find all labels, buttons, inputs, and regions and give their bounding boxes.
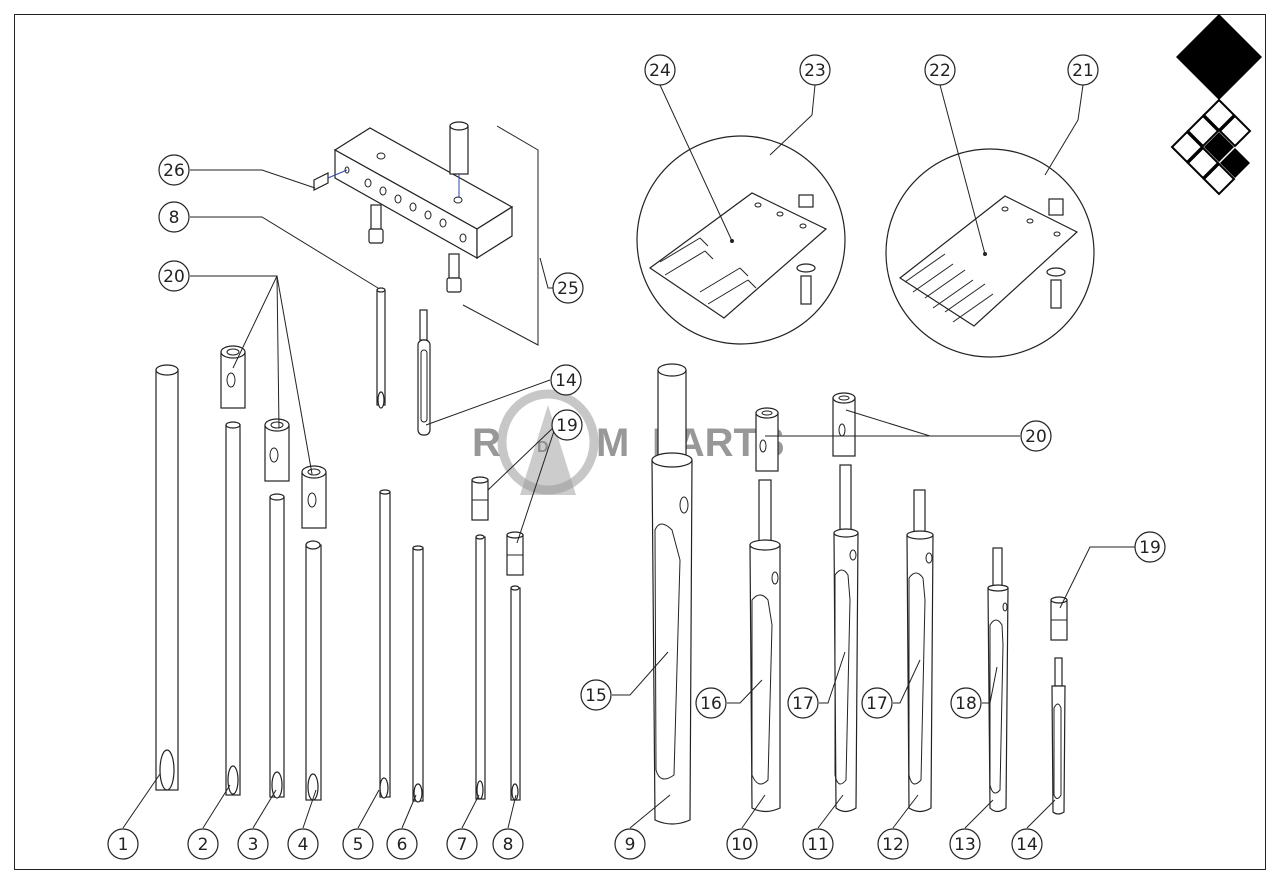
slotted-tube-14 (1051, 657, 1066, 815)
slotted-tube-14-top (417, 309, 431, 436)
callout-4: 4 (287, 828, 319, 860)
callout-6: 6 (386, 828, 418, 860)
svg-text:8: 8 (169, 208, 180, 228)
callout-18: 18 (950, 687, 982, 719)
watermark-letter-r: R (472, 421, 501, 465)
tube-3 (269, 493, 285, 799)
collar-20-d (755, 407, 779, 472)
watermark: R D M PARTS (472, 389, 785, 495)
callout-17-b: 17 (861, 687, 893, 719)
detail-circle-23 (636, 135, 846, 345)
callout-17-a: 17 (787, 687, 819, 719)
leader-lines (122, 84, 1135, 829)
callout-24: 24 (644, 54, 676, 86)
svg-text:14: 14 (555, 371, 577, 391)
tube-4 (305, 540, 322, 801)
detail-circle-21 (885, 148, 1095, 358)
slotted-tube-10 (749, 479, 781, 813)
svg-text:2: 2 (198, 835, 209, 855)
tube-1 (155, 364, 179, 791)
svg-text:26: 26 (163, 161, 185, 181)
callout-14: 14 (1011, 828, 1043, 860)
collar-20-b (264, 418, 290, 482)
svg-text:11: 11 (807, 835, 829, 855)
collar-20-e (832, 392, 856, 457)
callout-22: 22 (924, 54, 956, 86)
svg-text:22: 22 (929, 61, 951, 81)
callout-25: 25 (552, 272, 584, 304)
callout-19-a: 19 (551, 409, 583, 441)
tube-2 (225, 421, 241, 796)
svg-text:20: 20 (1025, 427, 1047, 447)
svg-text:19: 19 (556, 416, 578, 436)
callout-9: 9 (614, 828, 646, 860)
slotted-tube-13 (987, 547, 1009, 813)
svg-text:1: 1 (118, 835, 129, 855)
svg-text:9: 9 (625, 835, 636, 855)
tube-5 (379, 489, 391, 799)
brand-logo (1170, 14, 1262, 196)
svg-text:25: 25 (557, 279, 579, 299)
callout-2: 2 (187, 828, 219, 860)
svg-text:15: 15 (585, 686, 607, 706)
callout-8-b: 8 (158, 201, 190, 233)
callout-16: 16 (695, 687, 727, 719)
watermark-letter-m: M (596, 421, 629, 465)
svg-text:16: 16 (700, 694, 722, 714)
svg-text:13: 13 (954, 835, 976, 855)
svg-text:12: 12 (882, 835, 904, 855)
callout-11: 11 (802, 828, 834, 860)
tube-8 (510, 585, 521, 801)
tube-6 (412, 545, 424, 803)
callout-1: 1 (107, 828, 139, 860)
callout-7: 7 (446, 828, 478, 860)
callout-26: 26 (158, 154, 190, 186)
tube-8-upper (376, 287, 386, 409)
svg-text:20: 20 (163, 267, 185, 287)
connector-19-c (1050, 596, 1068, 641)
callout-19-b: 19 (1134, 531, 1166, 563)
svg-text:5: 5 (353, 835, 364, 855)
svg-text:21: 21 (1072, 61, 1094, 81)
collar-20-a (220, 345, 246, 409)
callout-23: 23 (799, 54, 831, 86)
callout-10: 10 (726, 828, 758, 860)
svg-text:18: 18 (955, 694, 977, 714)
callout-8: 8 (492, 828, 524, 860)
callout-5: 5 (342, 828, 374, 860)
slotted-tube-9 (651, 363, 693, 825)
svg-text:3: 3 (248, 835, 259, 855)
svg-text:4: 4 (298, 835, 309, 855)
mounting-block-25 (313, 121, 539, 346)
callout-14-b: 14 (550, 364, 582, 396)
svg-text:8: 8 (503, 835, 514, 855)
svg-text:6: 6 (397, 835, 408, 855)
connector-19-b (506, 531, 524, 576)
svg-text:19: 19 (1139, 538, 1161, 558)
callout-12: 12 (877, 828, 909, 860)
svg-text:10: 10 (731, 835, 753, 855)
svg-text:14: 14 (1016, 835, 1038, 855)
drawing-frame (14, 14, 1266, 870)
callout-20-b: 20 (1020, 420, 1052, 452)
slotted-tube-11 (833, 464, 859, 813)
callout-13: 13 (949, 828, 981, 860)
svg-text:7: 7 (457, 835, 468, 855)
svg-text:23: 23 (804, 61, 826, 81)
callout-3: 3 (237, 828, 269, 860)
tube-7 (475, 534, 486, 800)
callout-20-a: 20 (158, 260, 190, 292)
callout-15: 15 (580, 679, 612, 711)
svg-text:17: 17 (792, 694, 814, 714)
svg-text:17: 17 (866, 694, 888, 714)
watermark-letter-d: D (537, 439, 549, 456)
slotted-tube-12 (906, 489, 934, 813)
svg-text:24: 24 (649, 61, 671, 81)
collar-20-c (301, 465, 327, 529)
callout-21: 21 (1067, 54, 1099, 86)
connector-19-a (471, 476, 489, 521)
